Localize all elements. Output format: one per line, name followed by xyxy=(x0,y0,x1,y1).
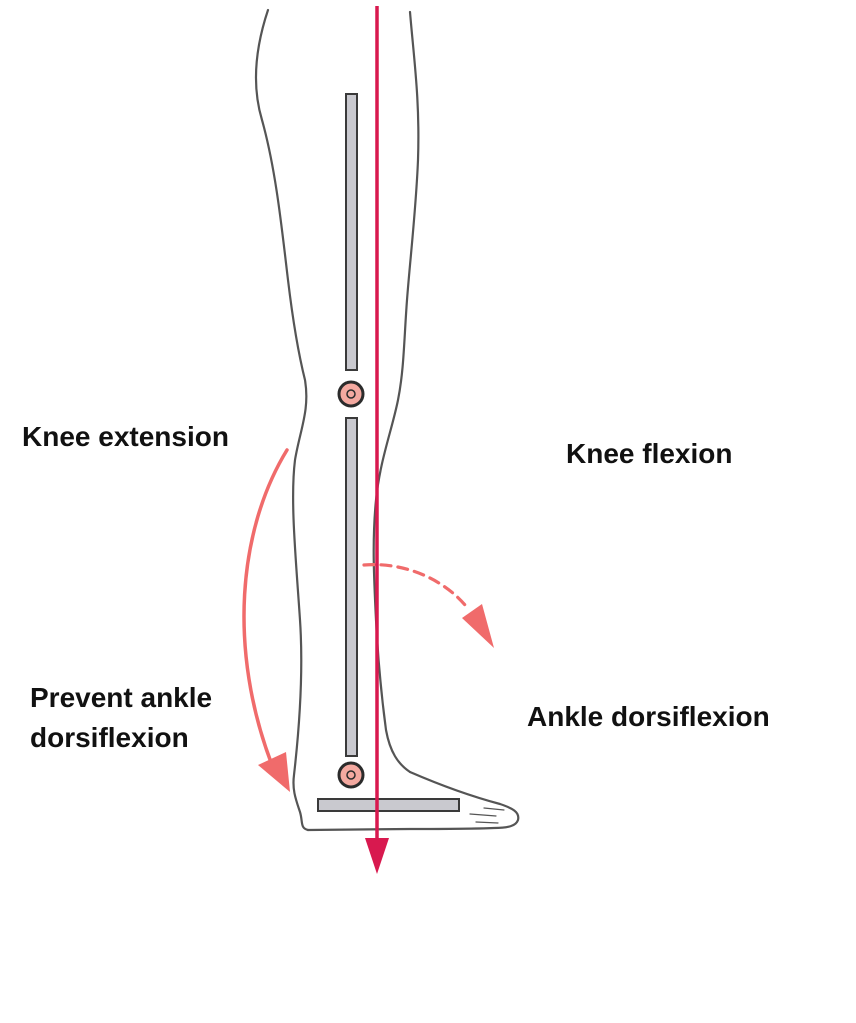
ankle-dorsiflexion-label: Ankle dorsiflexion xyxy=(527,701,770,732)
knee-extension-arrow xyxy=(242,448,290,792)
ankle-dorsiflexion-arrow xyxy=(362,563,494,648)
load-line-arrow xyxy=(365,6,389,874)
knee-joint-pin xyxy=(346,389,356,399)
prevent-ankle-dorsiflexion-label: Prevent ankle dorsiflexion xyxy=(30,678,212,758)
leg-back-contour xyxy=(254,8,310,832)
prevent-ankle-dorsiflexion-line2: dorsiflexion xyxy=(30,722,189,753)
thigh-upright-bar xyxy=(345,93,358,371)
leg-front-contour xyxy=(372,10,420,774)
ankle-joint-pin xyxy=(346,770,356,780)
foot-contour xyxy=(306,770,520,832)
hinge-joint-icon xyxy=(337,761,365,789)
solid-arc xyxy=(242,448,289,767)
dashed-arc xyxy=(362,563,467,607)
leg-outline xyxy=(254,8,520,832)
dashed-arc-arrowhead xyxy=(462,604,494,648)
toe-marks xyxy=(469,807,505,824)
knee-extension-label: Knee extension xyxy=(22,421,229,452)
prevent-ankle-dorsiflexion-line1: Prevent ankle xyxy=(30,682,213,713)
hinge-joint-icon xyxy=(337,380,365,408)
foot-plate xyxy=(317,798,460,812)
solid-arc-arrowhead xyxy=(258,752,290,792)
shin-upright-bar xyxy=(345,417,358,757)
knee-flexion-label: Knee flexion xyxy=(566,438,733,469)
load-line-arrowhead xyxy=(365,838,389,874)
